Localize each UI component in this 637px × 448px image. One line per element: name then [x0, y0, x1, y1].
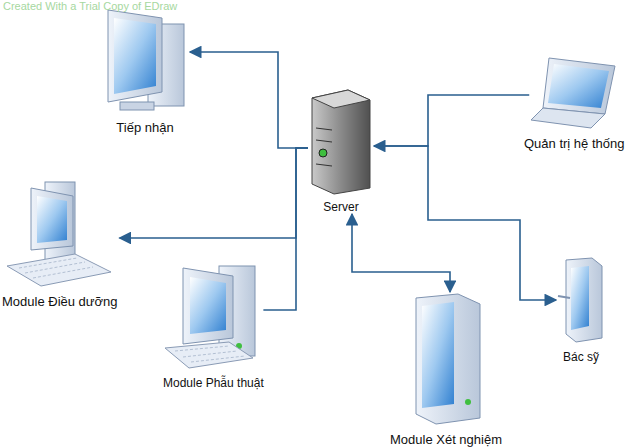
computer-node: Quản trị hệ thống [524, 52, 624, 151]
computer-node: Module Phẫu thuật [163, 262, 264, 390]
node-label: Quản trị hệ thống [524, 136, 624, 151]
computer-icon [556, 256, 606, 346]
network-link [352, 214, 450, 292]
computer-icon [163, 262, 263, 372]
watermark: Created With a Trial Copy of EDraw [3, 0, 177, 12]
network-link [190, 52, 308, 148]
computer-icon [100, 6, 190, 116]
network-link [374, 95, 529, 146]
node-label: Module Điều dưỡng [2, 294, 118, 309]
computer-node: Tiếp nhận [100, 6, 190, 135]
computer-node: Module Xét nghiệm [390, 292, 502, 447]
network-link [120, 148, 308, 238]
computer-icon [5, 180, 115, 290]
network-link [374, 146, 556, 300]
network-link [263, 148, 308, 310]
computer-node: Bác sỹ [556, 256, 606, 364]
node-label: Tiếp nhận [116, 120, 173, 135]
computer-node: Module Điều dưỡng [2, 180, 118, 309]
computer-icon [406, 292, 486, 428]
node-label: Server [323, 200, 358, 214]
server-icon [308, 88, 374, 196]
computer-icon [529, 52, 619, 132]
node-label: Bác sỹ [563, 350, 599, 364]
node-label: Module Xét nghiệm [390, 432, 502, 447]
node-label: Module Phẫu thuật [163, 376, 264, 390]
computer-node: Server [308, 88, 374, 214]
